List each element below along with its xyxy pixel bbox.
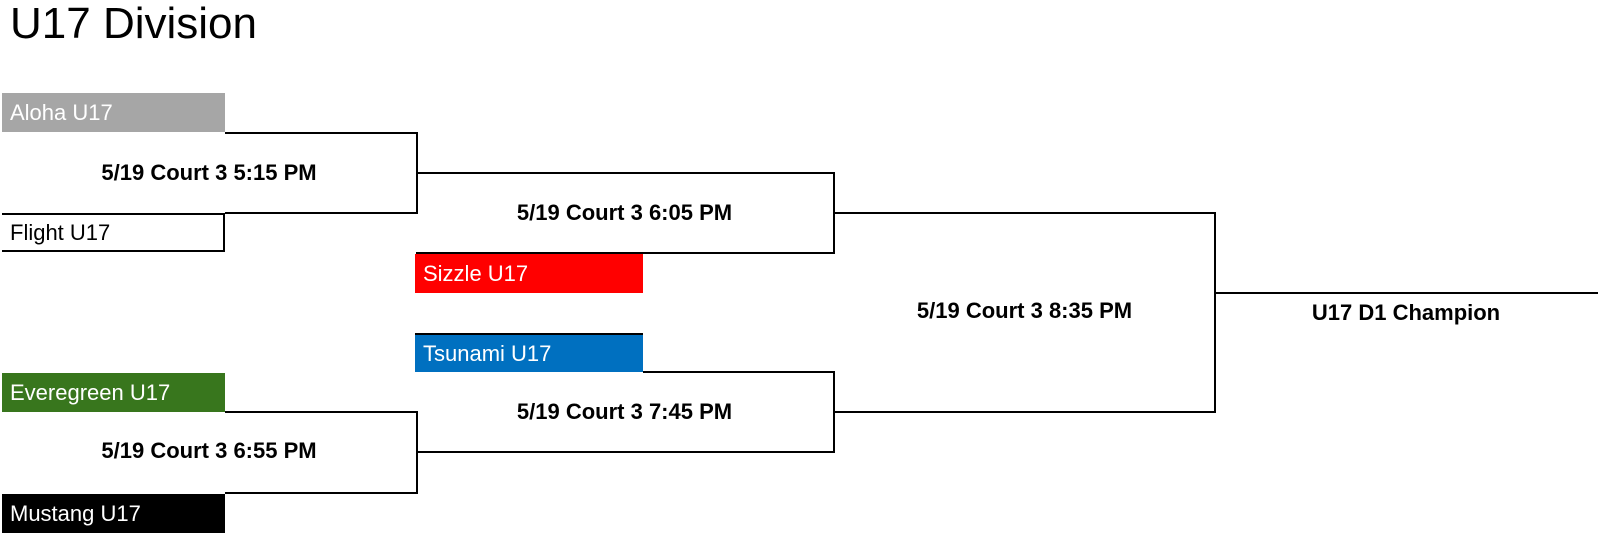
- bracket-line: [416, 172, 835, 174]
- bracket-line: [1214, 292, 1598, 294]
- match-label-m2: 5/19 Court 3 6:55 PM: [101, 438, 317, 463]
- bracket-line: [833, 212, 1216, 214]
- team-sizzle: Sizzle U17: [415, 254, 643, 293]
- champion-label: U17 D1 Champion: [1311, 300, 1501, 325]
- bracket-line: [833, 411, 1216, 413]
- bracket-line: [1214, 212, 1216, 413]
- match-label-m4: 5/19 Court 3 7:45 PM: [516, 399, 733, 424]
- match-label-m5: 5/19 Court 3 8:35 PM: [916, 298, 1133, 323]
- bracket-line: [225, 212, 418, 214]
- match-label-m3: 5/19 Court 3 6:05 PM: [516, 200, 733, 225]
- match-label-m1: 5/19 Court 3 5:15 PM: [101, 160, 317, 185]
- bracket-line: [416, 252, 835, 254]
- team-aloha: Aloha U17: [2, 93, 225, 132]
- bracket-line: [416, 451, 835, 453]
- bracket-line: [225, 411, 418, 413]
- bracket-line: [225, 492, 418, 494]
- page-title: U17 Division: [10, 0, 257, 48]
- team-flight: Flight U17: [2, 213, 225, 252]
- bracket-line: [643, 371, 835, 373]
- team-tsunami: Tsunami U17: [415, 333, 643, 372]
- team-everegreen: Everegreen U17: [2, 373, 225, 412]
- bracket-line: [225, 132, 418, 134]
- team-mustang: Mustang U17: [2, 494, 225, 533]
